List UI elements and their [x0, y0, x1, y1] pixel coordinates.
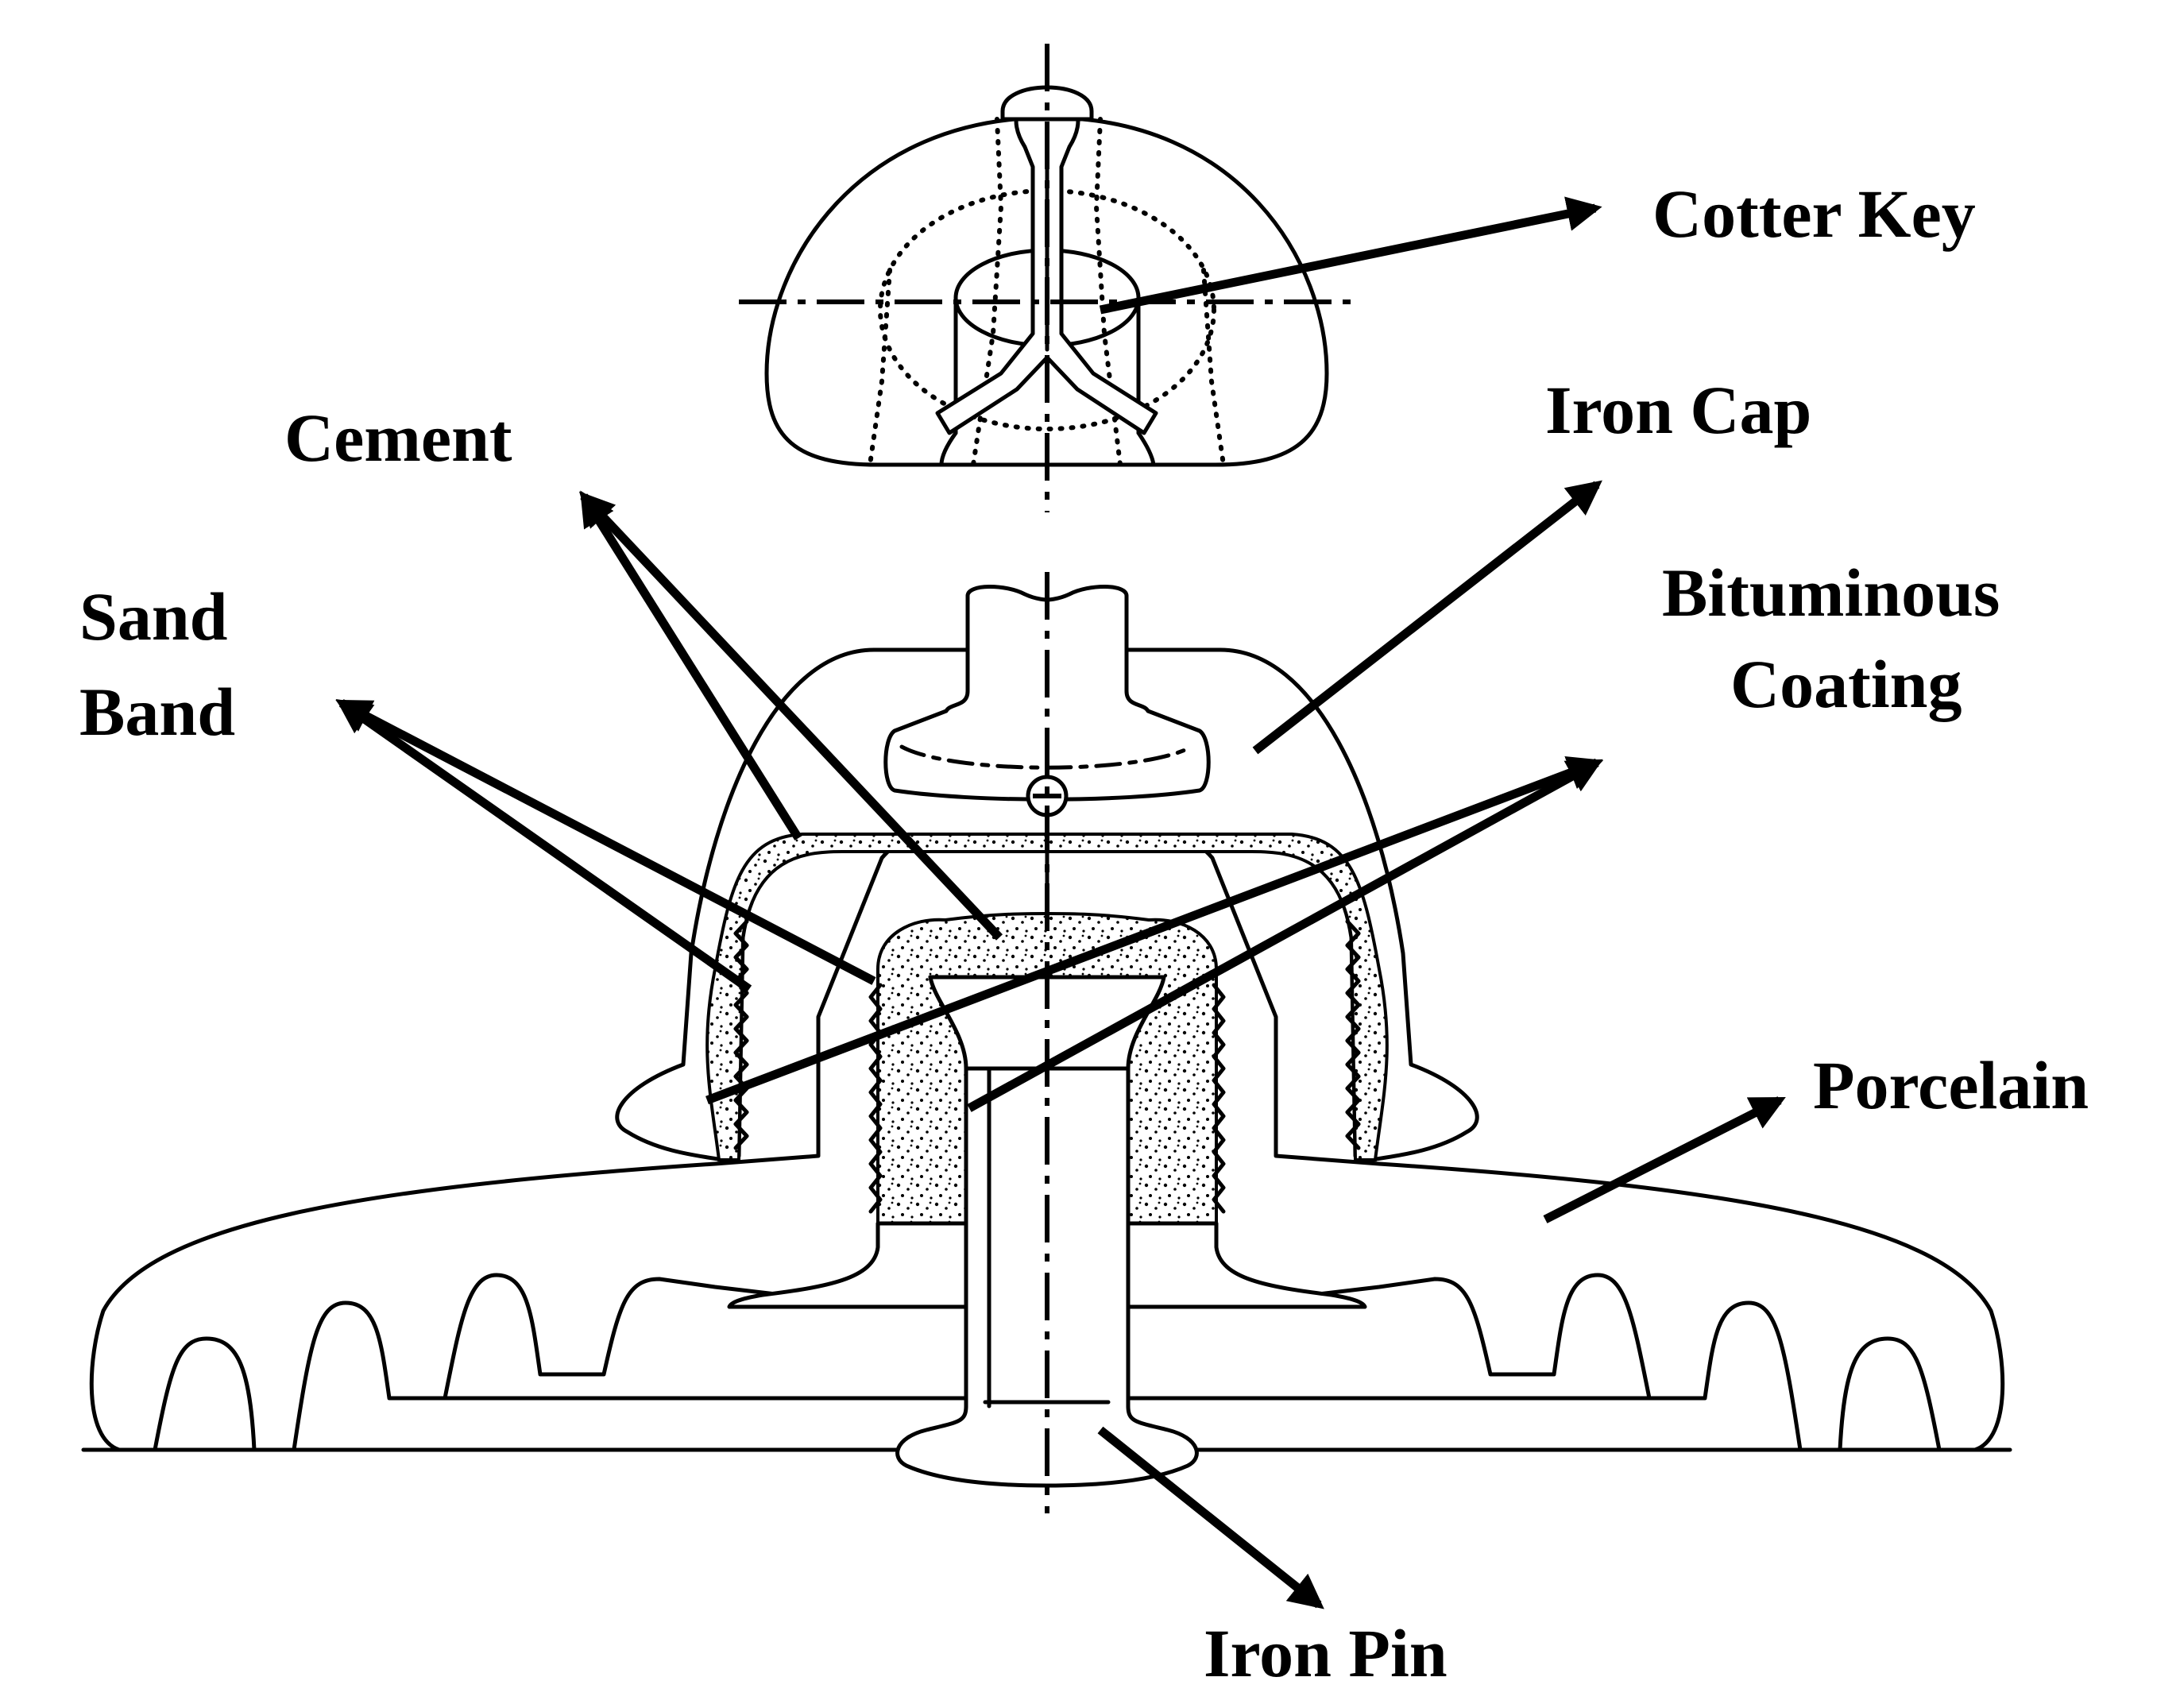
arrow-sand-band-2 [335, 699, 876, 985]
sand-band-zigzag-right [1345, 919, 1361, 1150]
label-band: Band [79, 674, 235, 750]
label-porcelain: Porcelain [1813, 1047, 2089, 1123]
label-cement: Cement [284, 400, 512, 476]
leader-arrows [335, 196, 1786, 1609]
arrow-bituminous-1 [705, 755, 1604, 1105]
cotter-key-detail [739, 44, 1359, 512]
arrow-porcelain [1543, 1096, 1786, 1223]
pin-zigzag-right [1212, 983, 1226, 1214]
sand-band-zigzag-left [733, 919, 749, 1150]
arrow-iron-pin [1097, 1426, 1324, 1609]
label-bituminous: Bituminous [1662, 555, 2000, 631]
label-iron-cap: Iron Cap [1545, 372, 1811, 448]
insulator-main [81, 572, 2012, 1513]
petticoat-ribs-left [153, 1273, 976, 1452]
arrow-sand-band-1 [335, 698, 752, 993]
labels: Cotter Key Iron Cap Cement Sand Band Bit… [79, 176, 2089, 1691]
label-sand: Sand [79, 578, 228, 655]
arrow-bituminous-2 [967, 759, 1603, 1112]
arrow-cement-2 [578, 491, 1003, 941]
label-coating: Coating [1730, 646, 1962, 722]
arrow-cotter-key [1099, 196, 1602, 315]
arrow-cement-1 [580, 490, 802, 840]
arrow-iron-cap [1252, 480, 1602, 755]
petticoat-ribs-right [1119, 1273, 1942, 1452]
label-iron-pin: Iron Pin [1204, 1615, 1448, 1691]
pin-zigzag-left [868, 983, 883, 1214]
label-cotter-key: Cotter Key [1652, 176, 1976, 252]
